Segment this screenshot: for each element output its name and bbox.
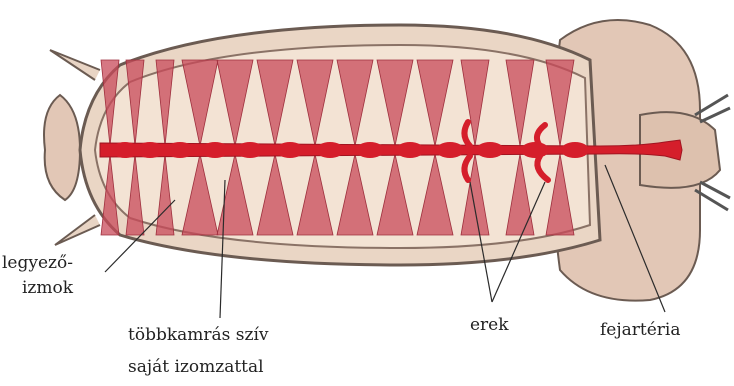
heart-chamber: [561, 142, 589, 158]
heart-chamber: [396, 142, 424, 158]
heart-chamber: [201, 142, 229, 158]
label-head-artery: fejartéria: [600, 320, 680, 340]
cercus-upper: [50, 50, 100, 80]
heart-chamber: [111, 142, 139, 158]
label-heart-line1: többkamrás szív: [128, 325, 269, 345]
label-vessels: erek: [470, 315, 509, 335]
heart-chamber: [316, 142, 344, 158]
heart-chamber: [136, 142, 164, 158]
posterior-lobe: [44, 95, 80, 200]
heart-chamber: [476, 142, 504, 158]
heart-chamber: [356, 142, 384, 158]
heart-chamber: [436, 142, 464, 158]
label-heart-line2: saját izomzattal: [128, 357, 264, 377]
heart-chamber: [166, 142, 194, 158]
heart-chamber: [236, 142, 264, 158]
label-fan-muscles-line2: izmok: [22, 278, 74, 298]
label-fan-muscles-line1: legyező-: [2, 253, 73, 273]
heart-chamber: [276, 142, 304, 158]
cercus-lower: [55, 215, 100, 245]
heart-chamber: [521, 142, 549, 158]
